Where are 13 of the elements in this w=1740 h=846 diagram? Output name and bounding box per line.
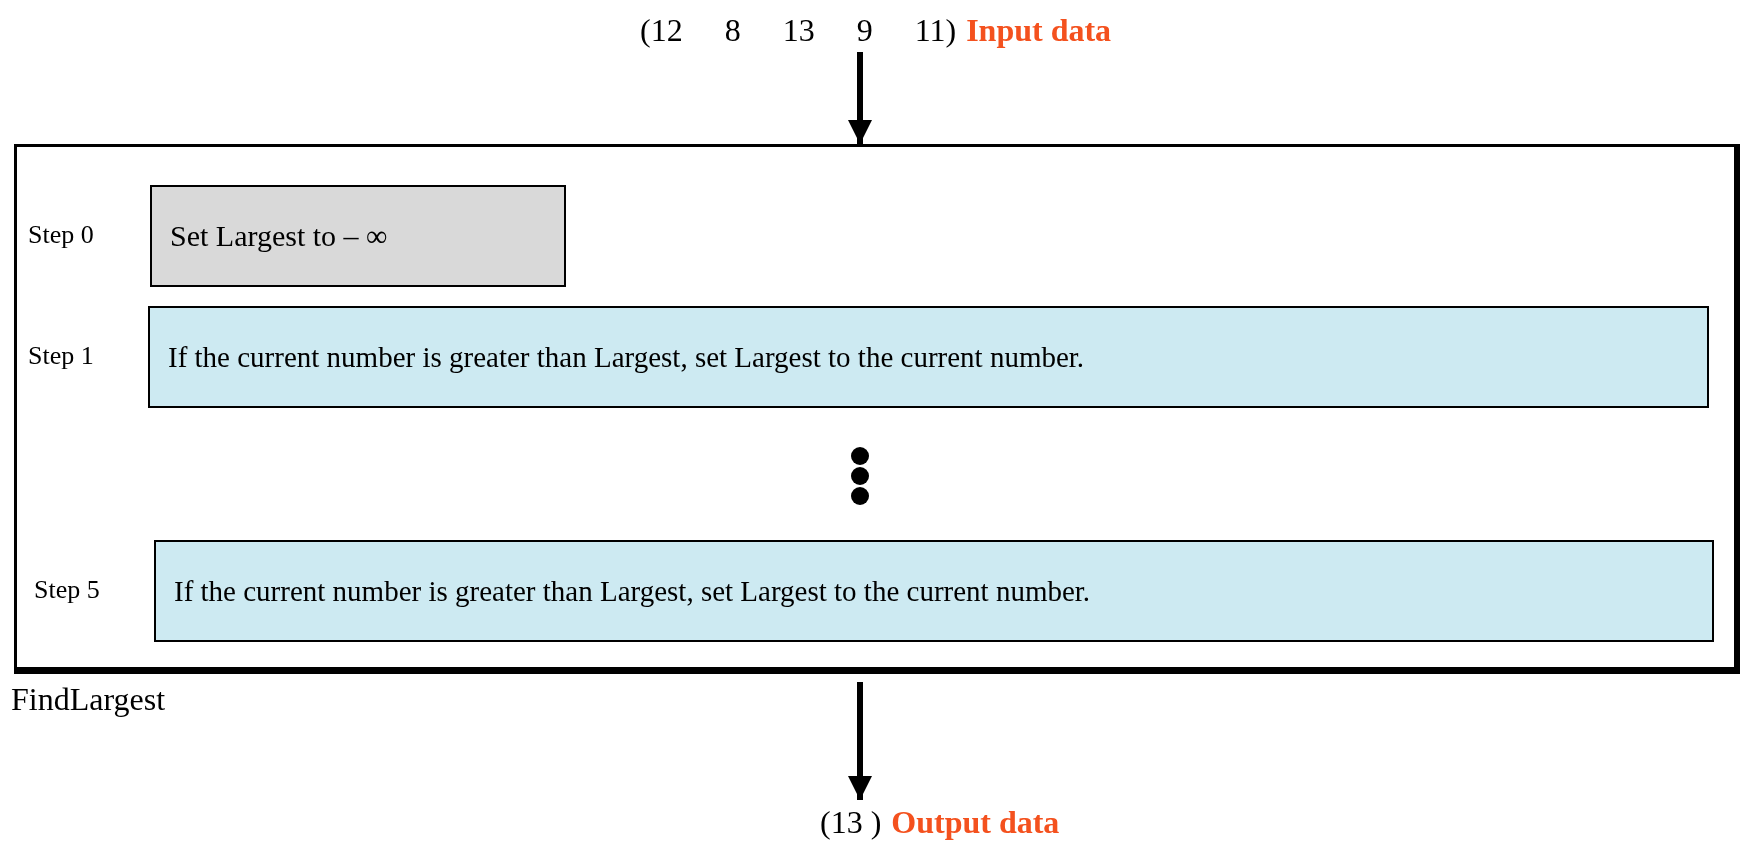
arrow [848,52,872,144]
step-box: If the current number is greater than Largest, set Largest to the current number. [148,306,1709,408]
data-values: (12 8 13 9 11) [640,11,957,49]
step-label: Step 1 [28,341,94,371]
data-caption: Output data [891,803,1060,841]
data-caption: Input data [966,11,1112,49]
step-label: Step 5 [34,575,100,605]
step-label: Step 0 [28,220,94,250]
arrow [848,682,872,800]
step-box: Set Largest to – ∞ [150,185,566,287]
data-values: (13 ) [820,803,882,841]
step-box: If the current number is greater than Largest, set Largest to the current number. [154,540,1714,642]
frame-title: FindLargest [11,681,166,718]
